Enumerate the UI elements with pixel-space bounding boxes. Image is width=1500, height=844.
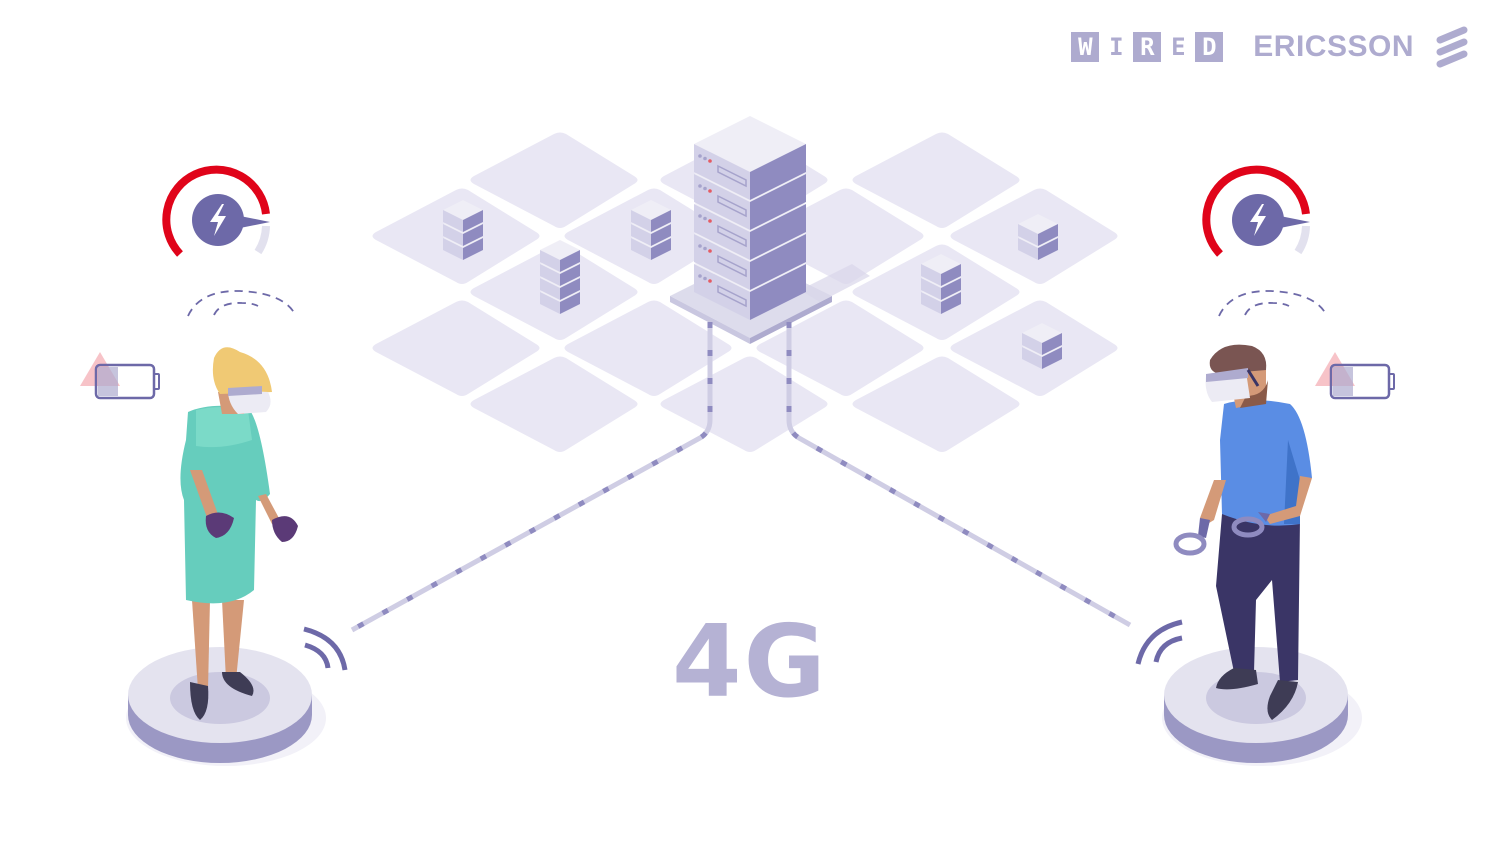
brand-logos: W I R E D ERICSSON bbox=[1071, 30, 1414, 64]
connection-line-left bbox=[350, 322, 713, 633]
wired-letter-i: I bbox=[1109, 33, 1124, 61]
edge-server-3 bbox=[540, 240, 580, 314]
wired-letter-d: D bbox=[1195, 32, 1224, 62]
edge-server-5 bbox=[921, 254, 961, 314]
wired-logo: W I R E D bbox=[1071, 32, 1224, 62]
vr-controller-left bbox=[1173, 518, 1210, 556]
wifi-icon-right bbox=[1135, 619, 1183, 665]
speed-gauge-right bbox=[1202, 165, 1310, 257]
ericsson-logo-icon bbox=[1436, 26, 1468, 68]
network-generation-label: 4G bbox=[672, 603, 828, 720]
vr-controller-right bbox=[1231, 512, 1270, 538]
edge-server-2 bbox=[631, 200, 671, 260]
user-woman-vr bbox=[180, 347, 298, 720]
battery-low-right bbox=[1315, 352, 1395, 400]
lightning-icon bbox=[210, 204, 226, 236]
central-server bbox=[670, 115, 870, 344]
ericsson-wordmark: ERICSSON bbox=[1253, 30, 1414, 63]
wifi-icon-left bbox=[303, 626, 348, 671]
signal-rings-left bbox=[187, 290, 297, 317]
wired-letter-e: E bbox=[1171, 33, 1186, 61]
wired-letter-r: R bbox=[1133, 32, 1162, 62]
user-man-vr bbox=[1173, 344, 1312, 720]
connection-line-right bbox=[786, 322, 1132, 628]
edge-server-1 bbox=[443, 200, 483, 260]
speed-gauge-left bbox=[162, 165, 270, 257]
ericsson-logo: ERICSSON bbox=[1253, 30, 1414, 64]
wired-letter-w: W bbox=[1071, 32, 1100, 62]
platform-right bbox=[1162, 647, 1362, 766]
lightning-icon bbox=[1250, 204, 1266, 236]
signal-rings-right bbox=[1218, 290, 1328, 317]
battery-low-left bbox=[80, 352, 160, 400]
platform-left bbox=[126, 647, 326, 766]
